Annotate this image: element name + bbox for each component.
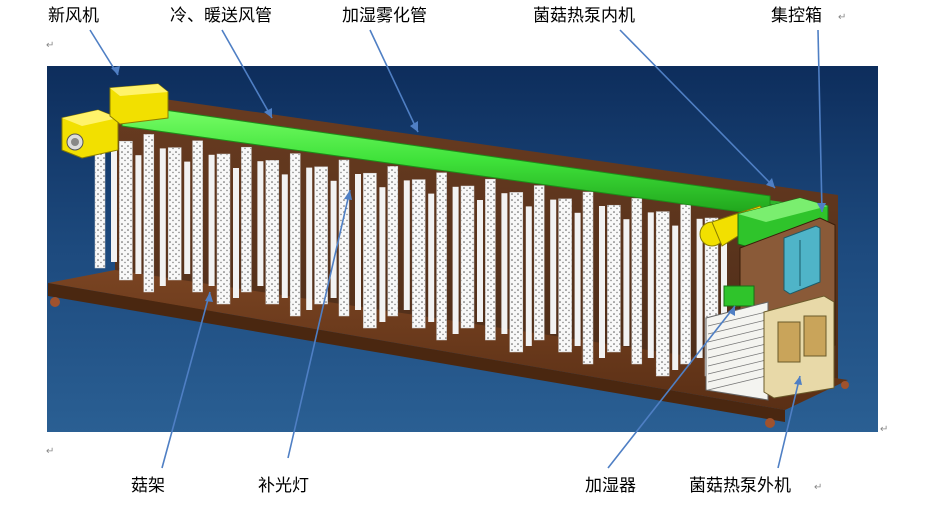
fill-light-strip (501, 193, 508, 334)
arrow-heat-pump-outdoor (777, 375, 801, 469)
label-heat-pump-outdoor: 菌菇热泵外机 (689, 476, 791, 496)
arrow-mushroom-rack (161, 291, 211, 469)
control-box (783, 225, 821, 295)
fill-light-strip (281, 174, 288, 298)
rack-panel (582, 191, 594, 365)
stack-slat (707, 359, 767, 375)
wheel (841, 381, 849, 389)
label-hvac-duct: 冷、暖送风管 (170, 6, 272, 26)
rack-panel (363, 172, 377, 329)
rack-panel (411, 179, 426, 329)
rack-panel (655, 211, 670, 377)
base-front (48, 283, 785, 422)
humidifier-unit (723, 285, 755, 307)
fill-light-strip (330, 180, 337, 298)
rack-panel (338, 159, 350, 317)
paragraph-mark: ↵ (46, 446, 55, 457)
rack-panel (265, 160, 280, 305)
heat-pump-outdoor-unit (763, 295, 835, 399)
label-fill-light: 补光灯 (258, 476, 309, 496)
stack-slat (707, 367, 767, 383)
fill-light-strip (135, 155, 142, 274)
rack-panel (558, 198, 572, 353)
fill-light-strip (306, 167, 313, 310)
fill-light-strip (647, 212, 654, 358)
stack-slat (707, 351, 767, 367)
paragraph-mark: ↵ (838, 12, 847, 23)
label-humidify-pipe: 加湿雾化管 (342, 6, 427, 26)
fill-light-strip (111, 142, 117, 262)
fill-light-strip (257, 161, 264, 286)
paragraph-mark: ↵ (814, 482, 823, 493)
rack-panel (119, 140, 133, 281)
mushroom-racks (94, 127, 727, 377)
rack-panel (143, 134, 155, 293)
fill-light-strip (184, 161, 191, 274)
fill-light-strip (159, 148, 166, 286)
fill-light-strip (477, 200, 483, 322)
arrow-hvac-duct (221, 29, 273, 119)
fill-light-strip (525, 206, 532, 346)
base-frame (48, 270, 848, 410)
fill-light-strip (208, 154, 215, 286)
fill-light-strip (355, 174, 361, 310)
rack-panel (387, 166, 399, 317)
stack-slat (707, 311, 767, 327)
arrow-humidifier (607, 305, 736, 469)
stack-slat (707, 327, 767, 343)
duct-fan-unit (109, 83, 169, 125)
fill-light-strip (233, 168, 239, 298)
stack-slat (707, 319, 767, 335)
fill-light-strip (550, 199, 557, 334)
label-fresh-air-unit: 新风机 (48, 6, 99, 26)
label-heat-pump-indoor: 菌菇热泵内机 (533, 6, 635, 26)
rack-panel (485, 178, 496, 341)
fresh-air-unit (61, 109, 119, 159)
rack-panel (509, 192, 524, 353)
paragraph-mark: ↵ (46, 40, 55, 51)
rack-panel (607, 204, 621, 353)
paragraph-mark: ↵ (880, 424, 889, 435)
rack-panel (436, 172, 447, 341)
stack-slat (707, 343, 767, 359)
wheel (765, 418, 775, 428)
rack-panel (192, 140, 203, 293)
rack-panel (314, 166, 328, 305)
rack-panel (631, 198, 643, 365)
stack-slat (707, 335, 767, 351)
arrow-control-box (817, 29, 823, 213)
rack-panel (533, 185, 545, 341)
label-control-box: 集控箱 (771, 6, 822, 26)
rack-panel (241, 146, 252, 293)
fill-light-strip (623, 219, 630, 346)
humidifier-stack (705, 301, 769, 401)
arrow-heat-pump-indoor (619, 29, 776, 189)
rack-panel (460, 185, 475, 329)
fill-light-strip (452, 186, 459, 334)
fill-light-strip (403, 180, 410, 310)
fill-light-strip (696, 218, 703, 358)
stack-slat (707, 375, 767, 391)
fill-light-strip (574, 212, 581, 346)
arrow-fill-light (287, 189, 351, 459)
wheel (50, 297, 60, 307)
fill-light-strip (599, 206, 605, 358)
label-humidifier: 加湿器 (585, 476, 636, 496)
fill-light-strip (428, 193, 435, 322)
rack-panel (289, 153, 301, 317)
fill-light-strip (379, 187, 386, 322)
rack-panel (680, 204, 691, 365)
label-mushroom-rack: 菇架 (131, 476, 165, 496)
arrow-humidify-pipe (369, 29, 419, 133)
rack-panel (167, 147, 182, 281)
rack-panel (216, 153, 231, 305)
fill-light-strip (672, 225, 679, 370)
